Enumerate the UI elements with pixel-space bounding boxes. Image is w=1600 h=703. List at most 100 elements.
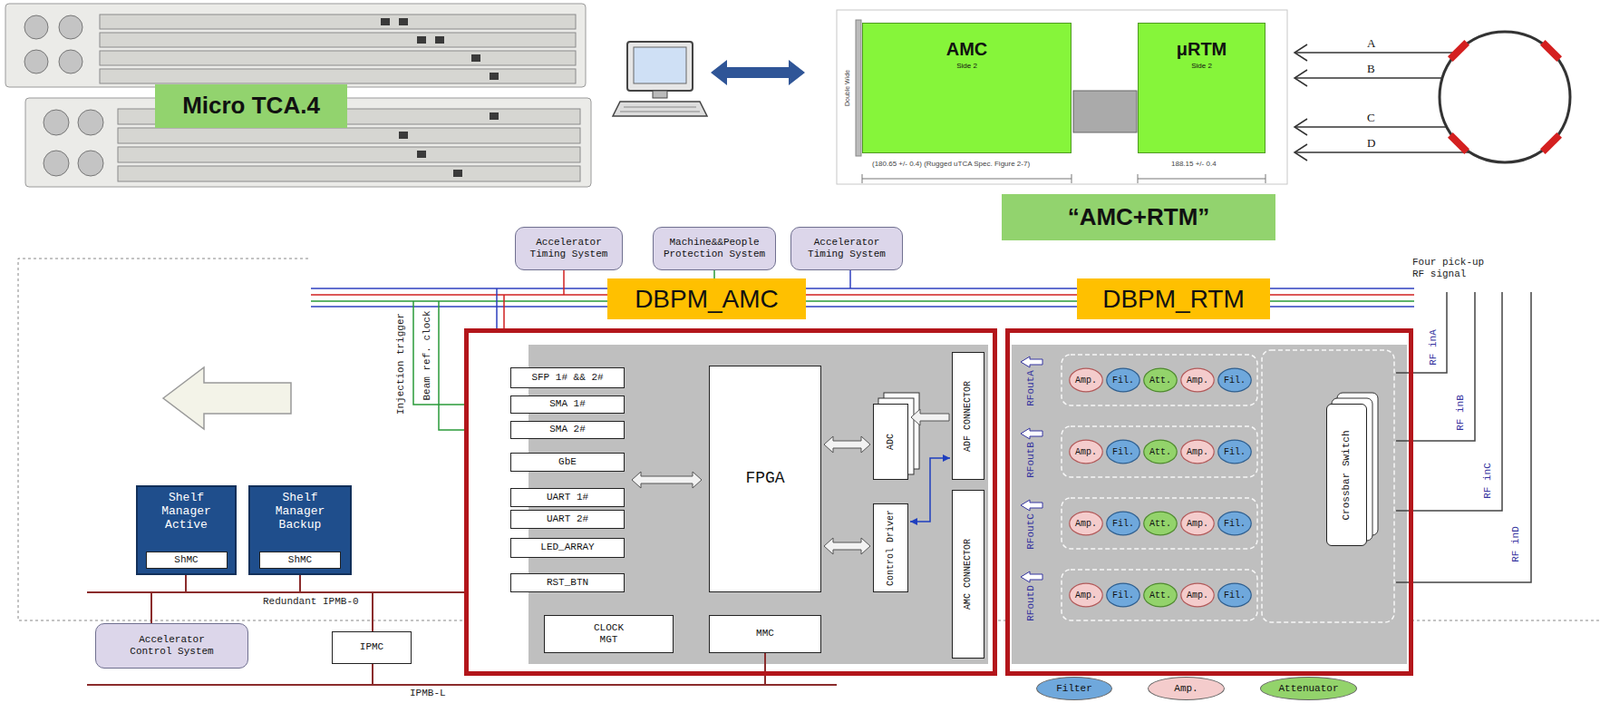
- node-text: Amp.: [1075, 375, 1097, 386]
- arrow-head: [1294, 144, 1308, 161]
- rf-stage: Att.: [1143, 581, 1178, 608]
- chassis-slot: [99, 32, 576, 48]
- node-text: LED_ARRAY: [540, 541, 594, 553]
- computer-icon: [612, 41, 708, 117]
- rf-out-arrow: [1020, 356, 1043, 368]
- chassis-port: [489, 72, 499, 80]
- dimension-tick: [862, 174, 864, 184]
- pickup-electrode: [1540, 39, 1562, 62]
- rf-stage: Fil.: [1105, 438, 1141, 465]
- chassis-slot: [117, 127, 581, 144]
- pickup-drawing: [1294, 31, 1571, 163]
- rtm-card: μRTMSide 2: [1137, 22, 1266, 154]
- node-text: Att.: [1149, 590, 1172, 601]
- front-panel: [855, 19, 862, 156]
- interface-box: SMA 1#: [510, 395, 625, 414]
- shmc-box: ShMC: [259, 551, 341, 569]
- node-text: IPMC: [359, 640, 384, 653]
- ellipse-outline: [1069, 368, 1103, 392]
- node-text: Shelf Manager Active: [148, 491, 225, 533]
- diagram-label: IPMB-L: [409, 687, 447, 699]
- signal-line: [1294, 126, 1447, 128]
- node-text: Fil.: [1223, 590, 1246, 601]
- node-text: “AMC+RTM”: [1067, 203, 1211, 232]
- bus-drop: [371, 663, 374, 685]
- node-text: Amp.: [1186, 518, 1209, 529]
- arrow-head: [1294, 118, 1308, 136]
- block-arrow: [824, 436, 871, 453]
- ellipse-outline: [1218, 582, 1251, 607]
- diagram-label: Four pick-up RF signal: [1412, 256, 1496, 281]
- chassis-fan: [77, 150, 104, 176]
- crossbar-switch: Crossbar Switch: [1326, 403, 1368, 546]
- chassis-port: [398, 131, 408, 139]
- rf-stage: Amp.: [1068, 367, 1104, 393]
- rf-input-line: [1396, 291, 1475, 441]
- signal-line: [1294, 77, 1443, 79]
- ellipse-outline: [1218, 439, 1251, 464]
- clock-box: CLOCK MGT: [543, 614, 674, 653]
- card-frame: [836, 9, 1288, 185]
- node-text: Fil.: [1112, 518, 1135, 529]
- bus-drop: [849, 270, 852, 289]
- board-title: DBPM_RTM: [1076, 278, 1271, 320]
- chassis-fan: [24, 15, 49, 39]
- node-text: AMC CONNECTOR: [962, 538, 974, 610]
- ellipse-outline: [1218, 511, 1251, 535]
- interface-box: SFP 1# && 2#: [510, 367, 625, 388]
- ellipse-outline: [1218, 368, 1251, 392]
- fpga-chip: FPGA: [708, 365, 822, 592]
- rf-stage: Amp.: [1068, 438, 1104, 465]
- diagram-label: RFoutD: [1025, 584, 1038, 621]
- amc-card: AMCSide 2: [862, 22, 1072, 154]
- rf-stage: Amp.: [1180, 581, 1215, 608]
- keyboard-keys: [623, 106, 697, 108]
- shelf-manager: Shelf Manager BackupShMC: [248, 484, 352, 575]
- ellipse-outline: [1069, 511, 1103, 535]
- diagram-label: RF inA: [1427, 329, 1440, 366]
- zone3-connector: [1073, 90, 1137, 133]
- control-link: [910, 457, 951, 522]
- node-text: MMC: [756, 627, 775, 640]
- ellipse-outline: [1181, 368, 1214, 392]
- shelf-manager: Shelf Manager ActiveShMC: [135, 484, 237, 575]
- chassis-fan: [58, 15, 83, 39]
- ellipse-outline: [1144, 368, 1177, 392]
- node-text: RST_BTN: [546, 576, 589, 589]
- chassis-fan: [43, 109, 69, 136]
- channel-outline: [1061, 497, 1258, 549]
- diagram-label: 188.15 +/- 0.4: [1171, 159, 1217, 169]
- diagram-label: RFoutC: [1025, 513, 1038, 550]
- node-text: Fil.: [1223, 446, 1246, 457]
- chassis-slot: [117, 165, 581, 182]
- diagram-label: RF inD: [1510, 525, 1523, 563]
- title-tag: “AMC+RTM”: [1001, 193, 1276, 241]
- node-text: UART 1#: [546, 491, 589, 504]
- chassis-photo: [5, 3, 592, 187]
- node-text: Amp.: [1075, 518, 1097, 529]
- node-text: SFP 1# && 2#: [531, 371, 603, 384]
- rf-stage: Fil.: [1105, 510, 1141, 536]
- node-text: UART 2#: [546, 513, 589, 525]
- ellipse-outline: [1144, 439, 1177, 464]
- arrow-head: [1294, 44, 1308, 61]
- rf-stage: Amp.: [1180, 438, 1215, 465]
- big-arrow: [163, 367, 291, 429]
- chassis-slot: [99, 50, 576, 66]
- chassis-fan: [43, 150, 69, 176]
- legend-swatch: Attenuator: [1260, 676, 1358, 700]
- node-text: GbE: [558, 455, 577, 468]
- node-text: FPGA: [745, 468, 785, 489]
- pickup-electrode: [1540, 132, 1562, 155]
- ellipse-outline: [1181, 582, 1214, 607]
- diagram-label: C: [1367, 110, 1376, 126]
- bus-drop: [371, 591, 374, 631]
- legend-text: Attenuator: [1278, 682, 1339, 694]
- board-title: DBPM_AMC: [607, 278, 806, 320]
- shmc-box: ShMC: [145, 551, 228, 569]
- block-arrow: [911, 408, 950, 426]
- monitor-stand: [652, 90, 668, 98]
- node-text: Amp.: [1075, 590, 1097, 601]
- interface-box: RST_BTN: [510, 572, 625, 592]
